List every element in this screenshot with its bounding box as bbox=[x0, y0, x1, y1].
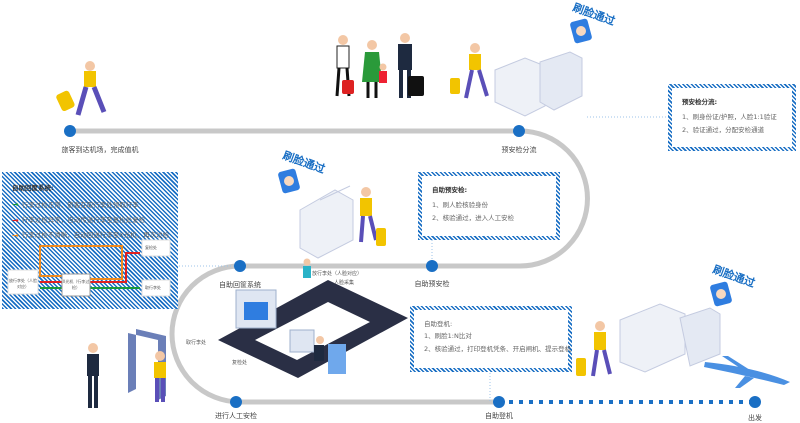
box-item: 2、核验通过，打印登机凭条、开启闸机、提示登机 bbox=[424, 344, 572, 353]
self-boarding-info-box: 自助登机: 1、刷脸1:N比对 2、核验通过，打印登机凭条、开启闸机、提示登机 bbox=[410, 306, 572, 372]
step-dot bbox=[230, 396, 242, 408]
legend-text: 行李过检不清晰，自动回送行李至X光机，再次过检 bbox=[21, 231, 170, 240]
node-put: 放行李处（人脸对应） bbox=[9, 278, 37, 289]
box-title: 预安检分流: bbox=[682, 98, 718, 106]
self-precheck-info-box: 自助预安检: 1、刷人脸核验身份 2、核验通过，进入人工安检 bbox=[418, 172, 560, 240]
step-label-manual-security: 进行人工安检 bbox=[215, 412, 257, 420]
box-item: 1、刷人脸核验身份 bbox=[432, 201, 489, 210]
step-dot bbox=[493, 396, 505, 408]
legend-item-green: →行李过检正常，旅客在取行李处领取行李 bbox=[12, 197, 168, 212]
box-title: 自助预安检: bbox=[432, 186, 468, 194]
baggage-conveyor-illustration bbox=[218, 258, 408, 378]
box-title: 自助回筐系统: bbox=[12, 184, 54, 192]
step-dot bbox=[234, 260, 246, 272]
node-recheck: 复检处 bbox=[145, 245, 157, 250]
step-dot bbox=[64, 125, 76, 137]
step-label-tray-return: 自助回筐系统 bbox=[219, 281, 261, 289]
precheck-gate-illustration bbox=[278, 168, 386, 259]
node-take: 取行李处 bbox=[145, 285, 161, 290]
step-label-arrival: 旅客到达机场，完成值机 bbox=[61, 146, 139, 154]
step-dot bbox=[426, 260, 438, 272]
scene-label-put: 放行李处（人脸对应） bbox=[312, 271, 363, 277]
node-xray: X光机（行李过检） bbox=[62, 279, 90, 290]
step-label-self-boarding: 自助登机 bbox=[485, 412, 513, 420]
box-item: 2、核验通过，进入人工安检 bbox=[432, 213, 515, 222]
scene-label-face: 人脸采集 bbox=[334, 280, 355, 286]
legend-text: 行李过检异常，自动传送行李至复检处复检 bbox=[21, 215, 146, 224]
arrow-right-icon: → bbox=[12, 215, 19, 225]
step-label-departure: 出发 bbox=[748, 414, 762, 422]
legend-text: 行李过检正常，旅客在取行李处领取行李 bbox=[21, 200, 139, 209]
step-dot bbox=[749, 396, 761, 408]
traveler-illustration bbox=[56, 61, 107, 116]
passenger-group-illustration bbox=[335, 33, 424, 98]
pre-split-info-box: 预安检分流: 1、刷身份证/护照，人脸1:1验证 2、验证通过，分配安检通道 bbox=[668, 84, 796, 151]
step-label-self-precheck: 自助预安检 bbox=[414, 280, 450, 288]
legend-item-orange: →行李过检不清晰，自动回送行李至X光机，再次过检 bbox=[12, 228, 170, 243]
step-dot bbox=[513, 125, 525, 137]
face-gate-illustration bbox=[450, 18, 592, 117]
box-item: 2、验证通过，分配安检通道 bbox=[682, 125, 765, 134]
scene-label-take: 取行李处 bbox=[186, 340, 207, 346]
boarding-gate-illustration bbox=[576, 281, 790, 388]
legend-item-red: →行李过检异常，自动传送行李至复检处复检 bbox=[12, 213, 168, 228]
arrow-right-icon: → bbox=[12, 200, 19, 210]
box-item: 1、刷身份证/护照，人脸1:1验证 bbox=[682, 113, 777, 122]
scene-label-recheck: 复检处 bbox=[232, 360, 248, 366]
box-item: 1、刷脸1:N比对 bbox=[424, 332, 472, 341]
manual-security-illustration bbox=[87, 329, 166, 408]
arrow-right-icon: → bbox=[12, 230, 19, 240]
box-title: 自助登机: bbox=[424, 320, 453, 328]
step-label-pre-split: 预安检分流 bbox=[501, 146, 537, 154]
